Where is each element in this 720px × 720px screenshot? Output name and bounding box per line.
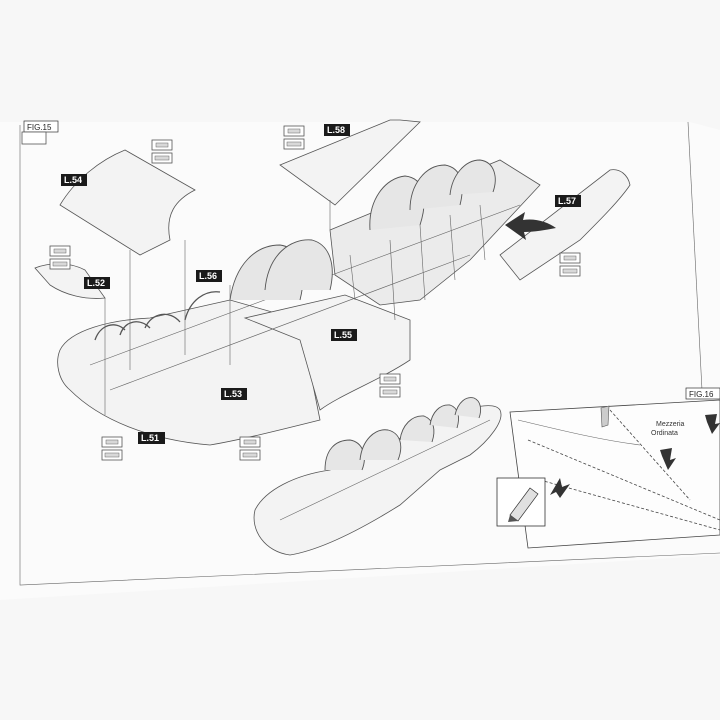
detail-frame-4 [429, 404, 459, 429]
part-l58-shape [279, 119, 421, 206]
glue-icons-fig15-top [21, 131, 47, 145]
glue-icons-l53 [239, 436, 261, 461]
nose-rib-2 [119, 321, 151, 336]
fig16-curve [517, 419, 641, 446]
fig16-dash-2 [539, 479, 720, 531]
pencil-icon [508, 487, 539, 522]
fig16-panel: FIG.16 Mezzeria Ordinata [496, 387, 720, 549]
nose-rib-1 [94, 324, 126, 341]
glue-icons-l52 [49, 245, 71, 270]
detail-frame-5 [454, 397, 482, 419]
front-frame-arc [184, 291, 221, 321]
label-l52: L.52 [84, 277, 110, 289]
label-l58-text: L.58 [327, 125, 345, 135]
fig16-arrow-1 [660, 448, 676, 470]
label-l51: L.51 [138, 432, 165, 444]
label-l53: L.53 [221, 388, 247, 400]
fig15-header: FIG.15 [23, 120, 59, 133]
part-l53-shape [57, 299, 321, 446]
part-l57-shape [499, 169, 631, 281]
label-l56-text: L.56 [199, 271, 217, 281]
fig16-tab [600, 405, 610, 428]
strut-3 [449, 214, 456, 281]
fig16-dash-3 [609, 409, 691, 501]
fuselage-rear-body [329, 159, 541, 306]
glue-icons-l51 [101, 436, 123, 461]
label-l53-text: L.53 [224, 389, 242, 399]
fig16-arrow-3 [550, 478, 570, 498]
fuselage-detail-assembly [253, 397, 502, 556]
label-l54: L.54 [61, 174, 87, 186]
bulkhead-frame-2 [264, 239, 333, 291]
glue-icons-l58 [283, 125, 305, 150]
arrow-icon [505, 212, 556, 240]
glue-icons-l57 [559, 252, 581, 277]
page-border-right [687, 121, 703, 391]
fig16-arrow-2 [705, 414, 720, 434]
mezzeria-label-line1: Mezzeria [656, 421, 685, 428]
strut-5 [349, 254, 356, 301]
strut-1 [389, 239, 396, 321]
label-l54-text: L.54 [64, 175, 82, 185]
assembly-guide-lines [104, 200, 331, 415]
label-l57: L.57 [555, 195, 581, 207]
mezzeria-label-line2: Ordinata [651, 430, 678, 437]
detail-frame-2 [359, 429, 402, 461]
fuselage-detail-body [253, 405, 502, 556]
bulkhead-frame-5 [449, 159, 496, 196]
page-border-left [19, 125, 720, 586]
keel-line-lower [109, 254, 471, 391]
detail-frame-3 [399, 415, 435, 443]
label-l55: L.55 [331, 329, 357, 341]
glue-icons-top-center [151, 139, 173, 164]
strut-4 [479, 204, 486, 261]
strut-2 [419, 224, 426, 301]
nose-rib-3 [144, 313, 181, 329]
fig16-label: FIG.16 [689, 390, 714, 399]
fig15-label: FIG.15 [27, 123, 52, 132]
label-l56: L.56 [196, 270, 222, 282]
label-l55-text: L.55 [334, 330, 352, 340]
label-l57-text: L.57 [558, 196, 576, 206]
label-l58: L.58 [324, 124, 350, 136]
glue-icons-l55 [379, 373, 401, 398]
fuselage-main-assembly [57, 159, 541, 446]
label-l51-text: L.51 [141, 433, 159, 443]
label-l52-text: L.52 [87, 278, 105, 288]
detail-keel [279, 419, 491, 521]
